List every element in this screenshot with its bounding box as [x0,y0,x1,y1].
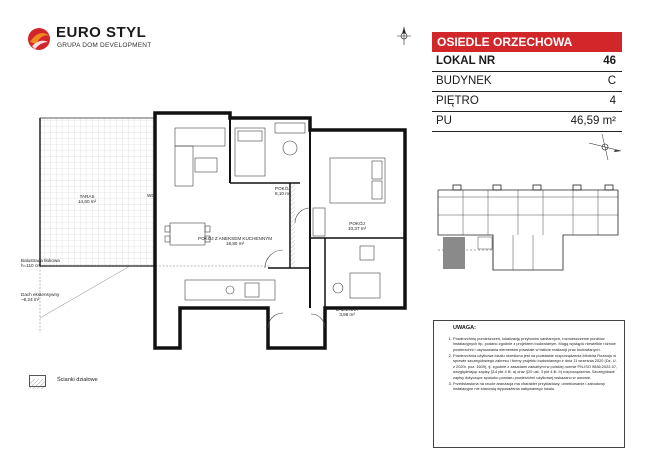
info-value: C [607,75,616,87]
highlighted-unit [443,237,465,269]
partition-legend-swatch [29,375,46,389]
partition-legend-label: Ścianki działowe [57,377,98,383]
info-row-budynek: BUDYNEK C [432,72,622,92]
info-row-pu: PU 46,59 m² [432,112,622,132]
note-item: Powierzchnię pomieszczeń, lokalizację pr… [453,336,619,352]
notes-title: UWAGA: [453,325,476,331]
terrace [39,117,270,333]
note-item: Przedstawiona na rzucie aranżacja ma cha… [453,381,619,392]
roof-note: Dach ekstensywny~8,24 m² [21,292,60,303]
building-key-plan [437,184,619,271]
partition-wall [290,183,295,268]
furniture [164,122,386,329]
floor-plan-drawing [39,27,411,350]
info-label: PIĘTRO [436,95,479,107]
apartment-walls [153,111,407,350]
euro-styl-logo-icon [28,28,50,50]
notes-box: UWAGA: Powierzchnię pomieszczeń, lokaliz… [433,320,625,448]
estate-name: OSIEDLE ORZECHOWA [432,32,622,52]
info-value: 46 [603,55,616,67]
note-item: Powierzchnia użytkowa lokalu określona j… [453,353,619,380]
info-value: 4 [609,95,616,107]
info-row-lokal: LOKAL NR 46 [432,52,622,72]
brand-tagline: GRUPA DOM DEVELOPMENT [57,42,152,49]
info-value: 46,59 m² [570,115,616,127]
compass-icon [588,133,622,161]
brand-name: EURO STYL [56,24,147,41]
north-arrow-icon [397,27,411,45]
info-label: PU [436,115,452,127]
info-row-pietro: PIĘTRO 4 [432,92,622,112]
info-label: BUDYNEK [436,75,492,87]
door-tag: WD [147,193,155,198]
info-label: LOKAL NR [436,55,496,67]
